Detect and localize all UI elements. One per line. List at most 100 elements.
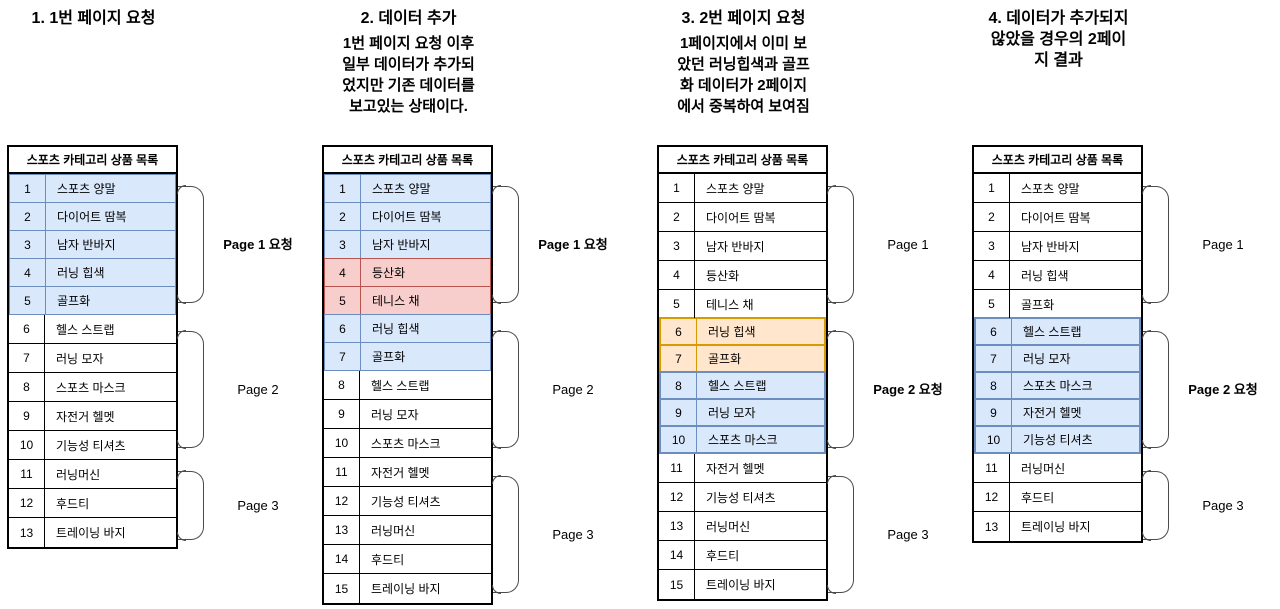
row-item: 트레이닝 바지 xyxy=(706,578,776,592)
row-number: 11 xyxy=(974,454,1010,482)
table-header: 스포츠 카테고리 상품 목록 xyxy=(324,147,491,174)
row-number: 7 xyxy=(976,346,1012,371)
row-item: 남자 반바지 xyxy=(1021,239,1080,254)
row-number: 11 xyxy=(9,460,45,488)
row-number: 2 xyxy=(325,203,361,230)
page-bracket xyxy=(827,185,854,304)
row-item: 러닝 힙색 xyxy=(1021,268,1069,283)
page-title: 3. 2번 페이지 요청 xyxy=(681,10,806,27)
row-number: 5 xyxy=(10,287,46,314)
row-item: 트레이닝 바지 xyxy=(1021,520,1091,534)
row-number: 13 xyxy=(974,512,1010,541)
row-item: 후드티 xyxy=(706,548,740,563)
row-item: 다이어트 땀복 xyxy=(372,210,442,224)
row-item: 스포츠 양말 xyxy=(706,181,765,196)
row-item: 트레이닝 바지 xyxy=(56,526,126,540)
row-number: 10 xyxy=(324,429,360,457)
table-row: 13 트레이닝 바지 xyxy=(974,512,1141,541)
row-item: 러닝머신 xyxy=(56,467,101,482)
page-label: Page 2 요청 xyxy=(873,381,943,397)
row-number: 1 xyxy=(659,174,695,202)
page-bracket xyxy=(1142,185,1169,304)
row-item: 헬스 스트랩 xyxy=(708,379,767,393)
row-number: 4 xyxy=(325,259,361,286)
row-item: 러닝 힙색 xyxy=(372,322,420,336)
row-item: 스포츠 마스크 xyxy=(371,436,441,451)
page-label: Page 1 xyxy=(887,236,929,252)
row-number: 7 xyxy=(9,344,45,372)
row-number: 1 xyxy=(974,174,1010,202)
row-item: 헬스 스트랩 xyxy=(1023,325,1082,339)
row-item: 골프화 xyxy=(372,350,406,364)
table-row: 2 다이어트 땀복 xyxy=(974,203,1141,232)
row-number: 8 xyxy=(976,373,1012,398)
page-label: Page 3 xyxy=(887,526,929,542)
row-number: 2 xyxy=(10,203,46,230)
page-label: Page 3 xyxy=(1202,497,1244,513)
row-number: 6 xyxy=(661,319,697,344)
row-item: 헬스 스트랩 xyxy=(56,322,115,337)
row-number: 4 xyxy=(10,259,46,286)
row-item: 헬스 스트랩 xyxy=(371,378,430,393)
row-number: 1 xyxy=(325,175,361,202)
row-number: 15 xyxy=(659,570,695,599)
row-item: 등산화 xyxy=(706,268,740,283)
row-number: 10 xyxy=(661,427,697,452)
page-title: 1. 1번 페이지 요청 xyxy=(31,10,156,27)
row-number: 3 xyxy=(659,232,695,260)
row-number: 5 xyxy=(659,290,695,318)
row-number: 4 xyxy=(659,261,695,289)
row-number: 5 xyxy=(974,290,1010,318)
row-item: 스포츠 마스크 xyxy=(56,380,126,395)
row-number: 9 xyxy=(976,400,1012,425)
row-number: 6 xyxy=(9,315,45,343)
panel-step-4: 4. 데이터가 추가되지 않았을 경우의 2페이 지 결과 스포츠 카테고리 상… xyxy=(972,0,1280,609)
row-item: 다이어트 땀복 xyxy=(1021,210,1091,225)
row-item: 골프화 xyxy=(1021,297,1055,312)
page-label: Page 2 xyxy=(552,381,594,397)
row-item: 기능성 티셔츠 xyxy=(371,494,441,509)
table-row: 1 스포츠 양말 xyxy=(324,174,491,203)
row-number: 10 xyxy=(976,427,1012,452)
row-item: 스포츠 양말 xyxy=(372,182,431,196)
row-number: 7 xyxy=(325,343,361,370)
row-item: 러닝 모자 xyxy=(56,351,104,366)
row-item: 기능성 티셔츠 xyxy=(1023,433,1093,447)
table-header: 스포츠 카테고리 상품 목록 xyxy=(974,147,1141,174)
table-row: 12 기능성 티셔츠 xyxy=(324,487,491,516)
table-row: 2 다이어트 땀복 xyxy=(324,202,491,231)
page-bracket xyxy=(177,330,204,449)
row-number: 10 xyxy=(9,431,45,459)
row-number: 3 xyxy=(10,231,46,258)
row-number: 2 xyxy=(974,203,1010,231)
row-number: 12 xyxy=(324,487,360,515)
panel-step-3: 3. 2번 페이지 요청 1페이지에서 이미 보 았던 러닝힙색과 골프 화 데… xyxy=(657,0,997,609)
row-item: 후드티 xyxy=(1021,490,1055,505)
panel-step-2: 2. 데이터 추가 1번 페이지 요청 이후 일부 데이터가 추가되 었지만 기… xyxy=(322,0,662,609)
page-label: Page 3 xyxy=(237,497,279,513)
